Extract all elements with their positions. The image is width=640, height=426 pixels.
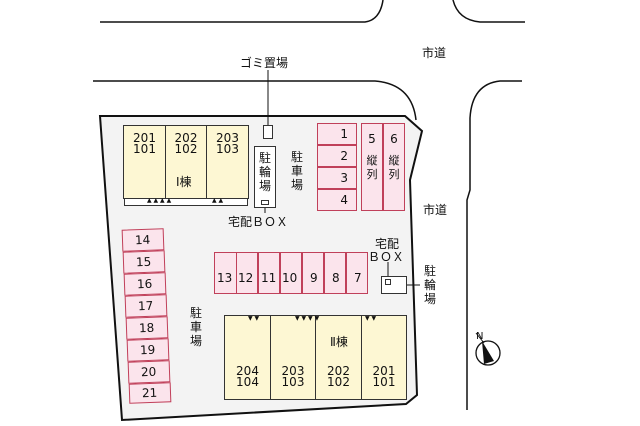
right-road-label: 市道 bbox=[423, 203, 448, 217]
delivery-box-right-label-1: 宅配 bbox=[375, 237, 400, 251]
building1-entrance-marks: ▲ ▲ bbox=[212, 197, 224, 204]
parking-label-left: 駐車場 bbox=[189, 306, 202, 348]
parking-space-16: 16 bbox=[123, 272, 167, 296]
parking-space-20: 20 bbox=[127, 360, 171, 384]
garbage-area-label: ゴミ置場 bbox=[240, 56, 289, 70]
bike-parking-top-label: 駐輪場 bbox=[258, 151, 271, 193]
top-road-label: 市道 bbox=[422, 46, 447, 60]
bike-parking-top: 駐輪場 bbox=[254, 146, 276, 208]
parking-space-3: 3 bbox=[317, 167, 357, 189]
parking-space-17: 17 bbox=[124, 294, 168, 318]
delivery-box-right-label-2: ＢＯＸ bbox=[368, 250, 405, 264]
parking-space-5: 5 縦列 bbox=[361, 123, 383, 211]
parking-space-18: 18 bbox=[125, 316, 169, 340]
parking-space-10: 10 bbox=[280, 252, 302, 294]
building1-name: Ⅰ棟 bbox=[176, 175, 192, 189]
garbage-area bbox=[263, 125, 273, 139]
parking-space-1: 1 bbox=[317, 123, 357, 145]
parking-space-19: 19 bbox=[126, 338, 170, 362]
parking-space-13: 13 bbox=[214, 252, 238, 294]
building2-name: Ⅱ棟 bbox=[330, 335, 348, 349]
delivery-box-top-label: 宅配ＢＯＸ bbox=[228, 215, 289, 229]
bike-parking-right-label: 駐輪場 bbox=[423, 264, 436, 306]
parking-space-6: 6 縦列 bbox=[383, 123, 405, 211]
building1-entrance-strip bbox=[124, 198, 248, 206]
compass-north-label: N bbox=[476, 331, 484, 342]
parking-space-2: 2 bbox=[317, 145, 357, 167]
parking-space-7: 7 bbox=[346, 252, 368, 294]
parking-label-top: 駐車場 bbox=[290, 150, 303, 192]
delivery-box-top bbox=[261, 200, 269, 205]
parking-space-15: 15 bbox=[122, 250, 166, 274]
building2-entrance-marks: ▼ ▼ bbox=[248, 315, 260, 322]
parking-space-4: 4 bbox=[317, 189, 357, 211]
parking-space-12: 12 bbox=[236, 252, 258, 294]
building2-entrance-marks: ▼ ▼ bbox=[365, 315, 377, 322]
parking-space-9: 9 bbox=[302, 252, 324, 294]
parking-space-21: 21 bbox=[128, 382, 172, 404]
building2-entrance-marks: ▼ ▼ ▼ ▼ bbox=[295, 315, 320, 322]
parking-space-8: 8 bbox=[324, 252, 346, 294]
delivery-box-right bbox=[385, 279, 391, 285]
building1-entrance-marks: ▲ ▲ ▲ ▲ bbox=[147, 197, 172, 204]
parking-space-11: 11 bbox=[258, 252, 280, 294]
parking-space-14: 14 bbox=[121, 228, 165, 252]
compass-icon bbox=[475, 332, 501, 366]
